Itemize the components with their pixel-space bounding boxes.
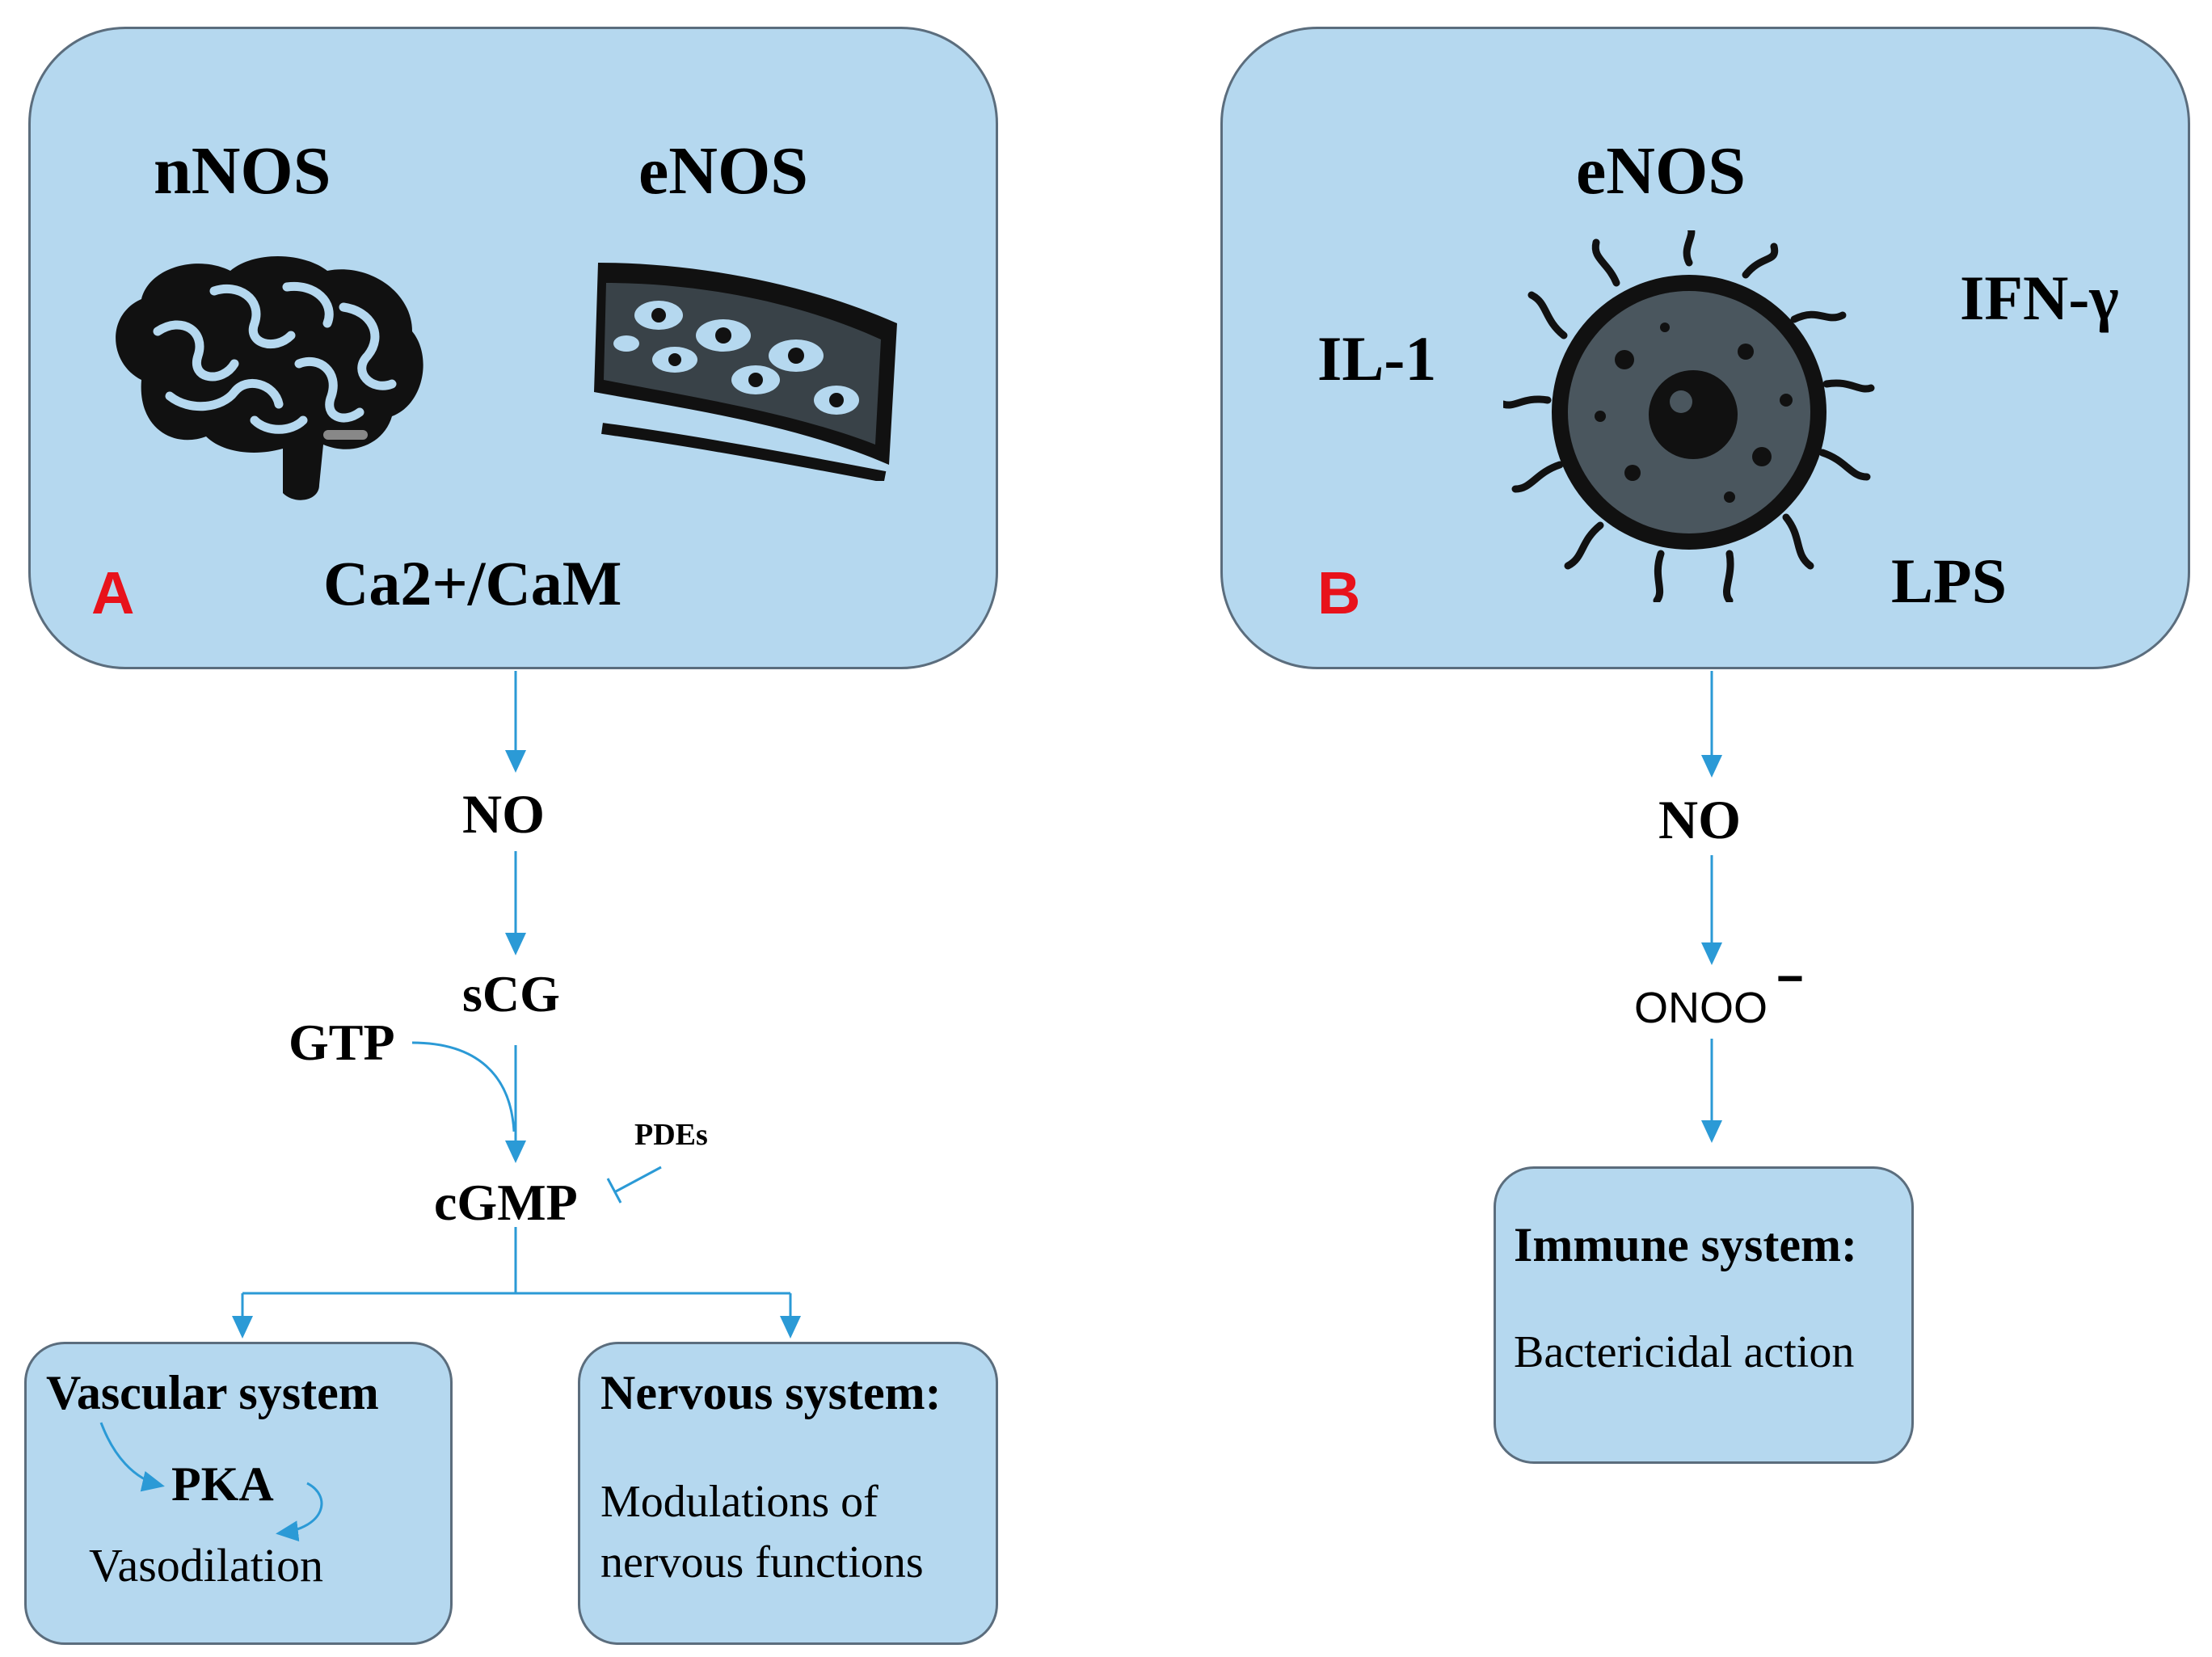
blood-vessel-icon	[594, 263, 897, 481]
vascular-system-box	[24, 1342, 453, 1645]
panel-a-tag: A	[91, 559, 135, 626]
lps-label: LPS	[1891, 546, 2008, 616]
inhibition-bar	[606, 1178, 622, 1204]
gtp-label: GTP	[289, 1014, 395, 1071]
peroxynitrite-label: ONOO	[1634, 984, 1768, 1032]
enos-label-panel-a: eNOS	[638, 133, 808, 209]
nervous-effect-line1: Modulations of	[600, 1477, 878, 1527]
nervous-system-title: Nervous system:	[600, 1366, 942, 1419]
immune-system-title: Immune system:	[1514, 1218, 1857, 1271]
cgmp-label: cGMP	[434, 1174, 578, 1231]
pdes-label: PDEs	[634, 1118, 708, 1152]
no-label-a: NO	[462, 783, 545, 845]
scg-label: sCG	[462, 965, 560, 1022]
immune-effect-label: Bactericidal action	[1514, 1327, 1855, 1377]
pka-label: PKA	[171, 1457, 274, 1511]
no-label-b: NO	[1658, 789, 1741, 850]
arrow-gtp-to-cgmp	[411, 1041, 516, 1132]
enos-label-panel-b: eNOS	[1576, 133, 1746, 209]
cofactor-label: Ca2+/CaM	[323, 548, 622, 618]
immune-system-box	[1494, 1166, 1914, 1464]
il1-label: IL-1	[1317, 323, 1437, 394]
arrow-vascular-to-pka	[99, 1422, 165, 1492]
vascular-system-title: Vascular system	[46, 1366, 379, 1419]
inhibition-pdes	[615, 1166, 662, 1193]
ifn-gamma-label: IFN-γ	[1960, 263, 2119, 333]
arrow-pka-to-vasodilation	[276, 1482, 323, 1542]
macrophage-icon	[1503, 230, 1875, 602]
nervous-effect-line2: nervous functions	[600, 1537, 924, 1587]
nnos-label: nNOS	[154, 133, 331, 209]
vasodilation-label: Vasodilation	[89, 1539, 323, 1592]
brain-icon	[116, 255, 423, 500]
panel-b-tag: B	[1317, 559, 1361, 626]
nervous-system-box	[578, 1342, 998, 1645]
peroxynitrite-charge: −	[1776, 952, 1804, 1005]
